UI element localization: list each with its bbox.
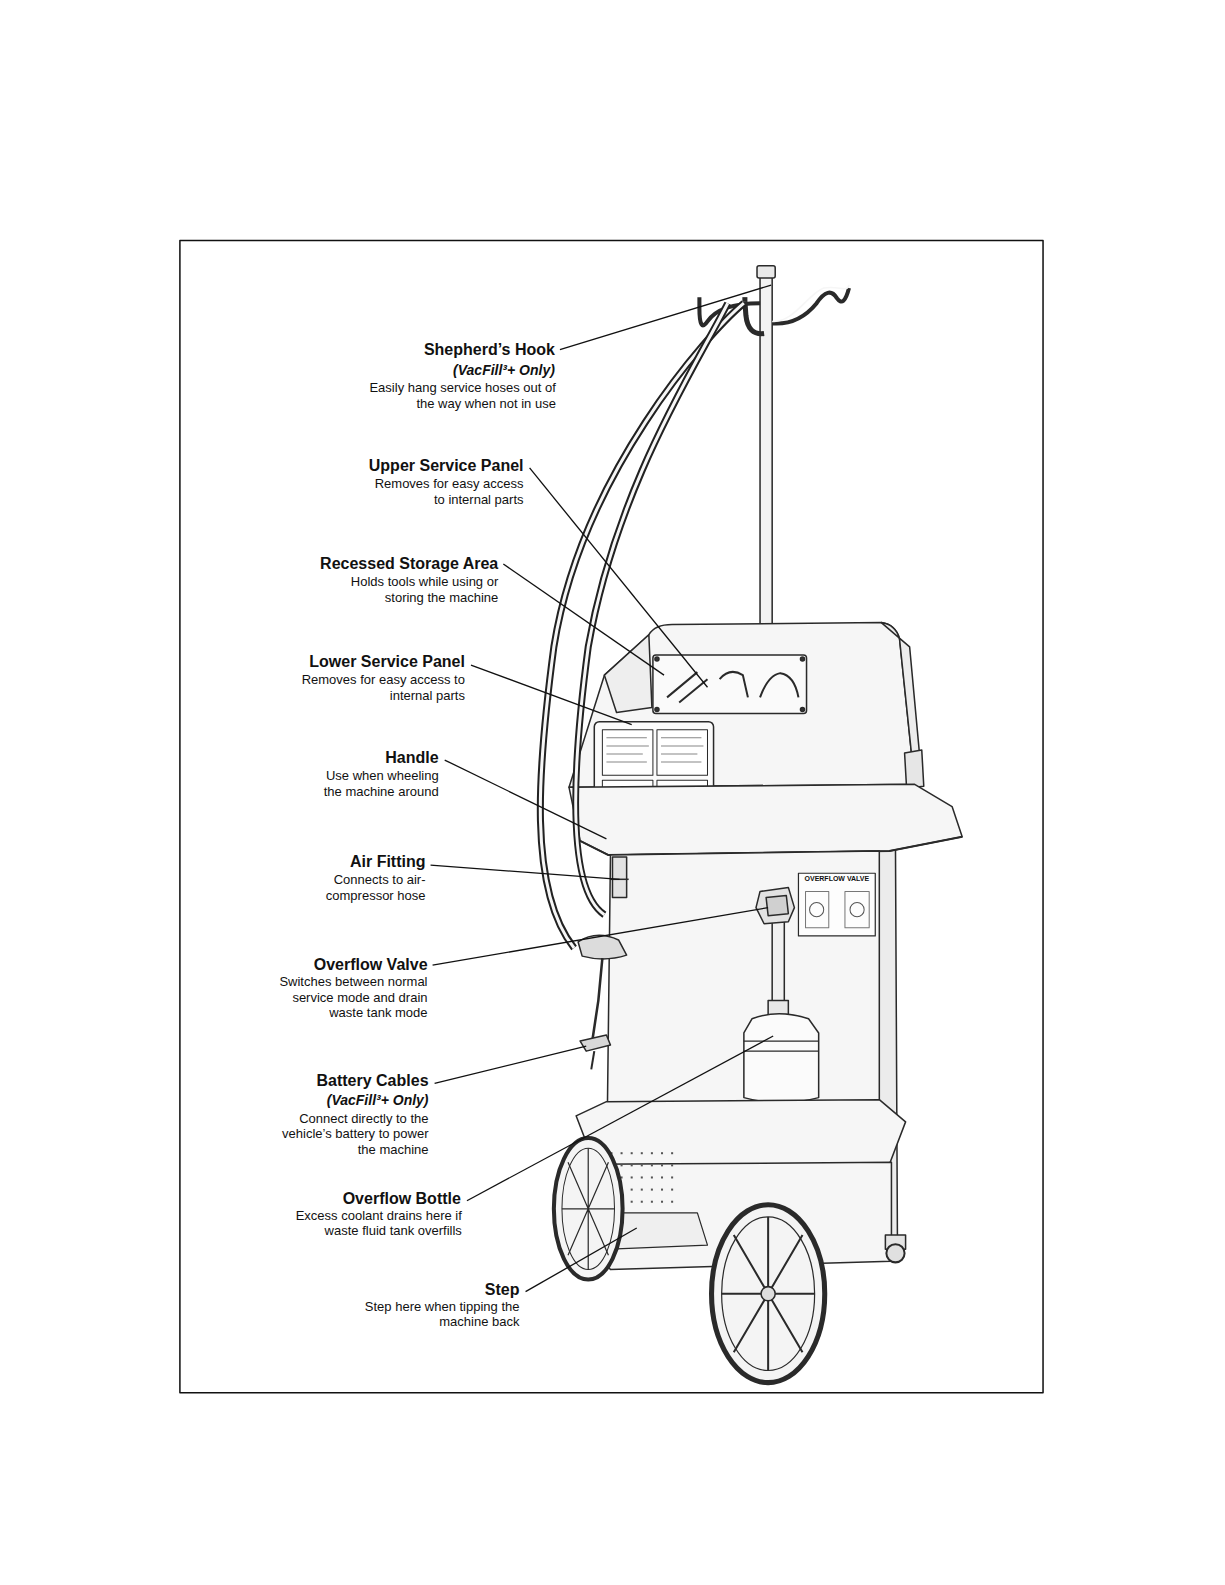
callout-body: Connects to air-compressor hose [282,872,426,903]
callout-body: Excess coolant drains here if waste flui… [275,1208,462,1239]
wheel-right [712,1205,825,1383]
base-tray [576,1100,905,1169]
figure-frame [180,241,1043,1393]
overflow-bottle [744,1001,819,1103]
decal-text: OVERFLOW VALVE [800,875,873,883]
callout-title: Battery Cables [226,1071,428,1090]
air-fitting [610,857,628,897]
callout-note: (VacFill³+ Only) [333,362,555,379]
handle-ledge [569,784,962,855]
battery-cables [578,935,627,1069]
caster [885,1235,905,1262]
callout-body: Step here when tipping the machine back [360,1299,520,1330]
service-cart [180,241,1043,1393]
callout-title: Air Fitting [223,852,425,871]
callout-body: Easily hang service hoses out of the way… [354,380,556,411]
upper-service-panel [653,655,807,714]
callout-title: Overflow Valve [225,955,427,974]
callout-body: Use when wheeling the machine around [305,768,438,799]
callout-body: Removes for easy access to internal part… [295,672,465,703]
callout-title: Step [317,1280,519,1299]
wheel-left [554,1138,623,1279]
overflow-valve-decal [798,873,875,936]
callout-body: Holds tools while using or storing the m… [339,574,499,605]
callout-title: Upper Service Panel [281,456,524,475]
callout-title: Overflow Bottle [239,1189,461,1208]
callout-title: Handle [237,748,439,767]
callout-title: Lower Service Panel [222,652,465,671]
callout-title: Recessed Storage Area [256,554,499,573]
recessed-storage [604,635,652,713]
callout-body: Removes for easy access to internal part… [372,476,524,507]
callout-title: Shepherd’s Hook [292,340,555,359]
callout-body: Connect directly to the vehicle’s batter… [275,1111,429,1158]
callout-note: (VacFill³+ Only) [226,1092,428,1109]
service-hoses [540,303,744,948]
upper-housing [569,623,915,788]
overflow-valve [756,887,794,1008]
lower-column [607,851,879,1107]
leader-lines [431,285,774,1292]
callout-body: Switches between normal service mode and… [268,974,428,1021]
